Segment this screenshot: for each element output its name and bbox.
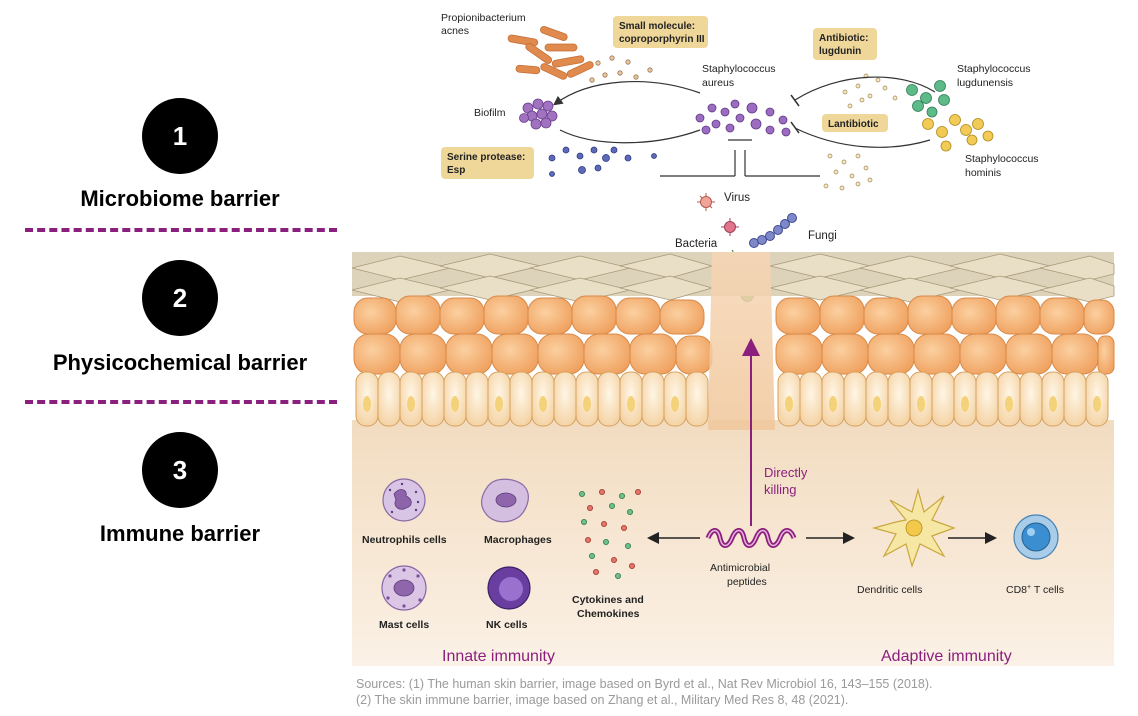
cytokines-label-2: Chemokines	[577, 608, 640, 620]
staph-lugdunensis-label-1: Staphylococcus	[957, 63, 1031, 75]
lantibiotic-dots	[823, 153, 873, 191]
epidermis-cells-left	[353, 295, 713, 375]
serine-protease-label-1: Serine protease:	[447, 152, 525, 163]
dermis-layer	[352, 420, 1114, 666]
divider-2	[25, 400, 337, 404]
antibiotic-box	[813, 28, 877, 60]
propionibacterium-label-2: acnes	[441, 25, 469, 37]
badge-2-number: 2	[172, 282, 188, 313]
staph-hominis-label-2: hominis	[965, 167, 1001, 179]
staph-aureus-cluster	[695, 99, 791, 137]
coproporphyrin-dots	[589, 55, 653, 83]
basal-nuclei	[363, 396, 1101, 412]
lantibiotic-label: Lantibiotic	[828, 119, 879, 130]
divider-1	[25, 228, 337, 232]
staph-hominis-label-1: Staphylococcus	[965, 153, 1039, 165]
propionibacterium-rods	[507, 25, 594, 80]
bacteria-virus-icon	[721, 218, 739, 236]
small-dots-right	[842, 73, 898, 109]
microbiome-panel: Propionibacterium acnes Small molecule: …	[441, 12, 1039, 191]
staph-lugdunensis-label-2: lugdunensis	[957, 77, 1013, 89]
staph-aureus-label-1: Staphylococcus	[702, 63, 776, 75]
inhibit-bar-2	[790, 121, 800, 134]
small-molecule-box	[613, 16, 708, 48]
staph-lugdunensis-cluster	[906, 80, 950, 118]
source-line-2: (2) The skin immune barrier, image based…	[356, 693, 849, 707]
small-molecule-label-1: Small molecule:	[619, 21, 695, 32]
skin-section	[351, 252, 1115, 666]
antimicrobial-peptide-icon	[705, 528, 797, 548]
source-line-1: Sources: (1) The human skin barrier, ima…	[356, 677, 933, 691]
directly-killing-label-1: Directly	[764, 465, 808, 480]
virus-label: Virus	[724, 192, 750, 204]
badge-1-number: 1	[172, 120, 188, 151]
fungi-icon	[749, 213, 797, 248]
cd8-sup: +	[1027, 584, 1031, 591]
cd8-suffix: T cells	[1031, 584, 1064, 596]
barrier-legend: 1 Microbiome barrier 2 Physicochemical b…	[0, 0, 350, 716]
cytokines-label-1: Cytokines and	[572, 594, 644, 606]
serine-inhibit-line	[728, 139, 752, 176]
virus-icon	[697, 193, 715, 211]
serine-protease-label-2: Esp	[447, 165, 465, 176]
arc-aureus-to-biofilm	[553, 81, 701, 106]
staph-aureus-label-2: aureus	[702, 77, 734, 89]
cd8-text: CD8	[1006, 584, 1027, 596]
basal-cells-right	[777, 371, 1109, 427]
cd8-t-cells-label: CD8+ T cells	[1006, 584, 1064, 596]
antibiotic-label-1: Antibiotic:	[819, 33, 868, 44]
corneum-scales	[351, 253, 1115, 303]
small-molecule-label-2: coproporphyrin III	[619, 34, 705, 45]
microbiome-barrier-label: Microbiome barrier	[80, 186, 280, 211]
amp-label-1: Antimicrobial	[710, 562, 770, 574]
antibiotic-label-2: lugdunin	[819, 46, 861, 57]
neutrophils-label: Neutrophils cells	[362, 534, 447, 546]
directly-killing-label-2: killing	[764, 482, 797, 497]
serine-protease-dots	[548, 146, 657, 177]
arc-biofilm-bottom	[559, 129, 701, 144]
dendritic-cell-icon	[871, 487, 956, 568]
sources-note: Sources: (1) The human skin barrier, ima…	[356, 676, 932, 708]
adaptive-immunity-label: Adaptive immunity	[881, 648, 1012, 665]
propionibacterium-label-1: Propionibacterium	[441, 12, 526, 24]
immune-barrier-label: Immune barrier	[99, 521, 261, 546]
dendritic-cells-label: Dendritic cells	[857, 584, 922, 596]
arc-hominis-inhibit	[794, 127, 931, 148]
cytokine-dots	[579, 488, 642, 580]
badge-2: 2	[142, 260, 218, 336]
arc-lugdunensis-inhibit	[794, 76, 936, 101]
physicochemical-barrier-label: Physicochemical barrier	[52, 350, 308, 375]
badge-1: 1	[142, 98, 218, 174]
staph-hominis-cluster	[922, 114, 994, 152]
biofilm-label: Biofilm	[474, 107, 506, 119]
badge-3-number: 3	[172, 454, 188, 485]
macrophage-icon	[480, 478, 529, 523]
neutrophil-icon	[382, 478, 426, 522]
immune-panel: Neutrophils cells Macrophages Mast cells…	[362, 338, 1064, 665]
cd8-t-cell-icon	[1013, 514, 1059, 560]
badge-3: 3	[142, 432, 218, 508]
fungi-label: Fungi	[808, 230, 837, 242]
epidermis-cells-right	[775, 295, 1115, 375]
macrophages-label: Macrophages	[484, 534, 552, 546]
pathogens: Virus Bacteria Fungi	[675, 192, 837, 302]
bacteria-label: Bacteria	[675, 238, 718, 250]
serine-protease-box	[441, 147, 534, 179]
basal-cells-left	[355, 371, 709, 427]
innate-immunity-label: Innate immunity	[442, 648, 555, 665]
lantibiotic-box	[822, 114, 888, 132]
mast-cell-icon	[381, 565, 427, 611]
inhibit-bar-1	[790, 94, 800, 107]
amp-label-2: peptides	[727, 576, 767, 588]
nk-cell-icon	[487, 566, 531, 610]
nk-cells-label: NK cells	[486, 619, 528, 631]
mast-cells-label: Mast cells	[379, 619, 429, 631]
epidermis-gap	[708, 252, 775, 430]
biofilm-cluster	[519, 98, 558, 130]
